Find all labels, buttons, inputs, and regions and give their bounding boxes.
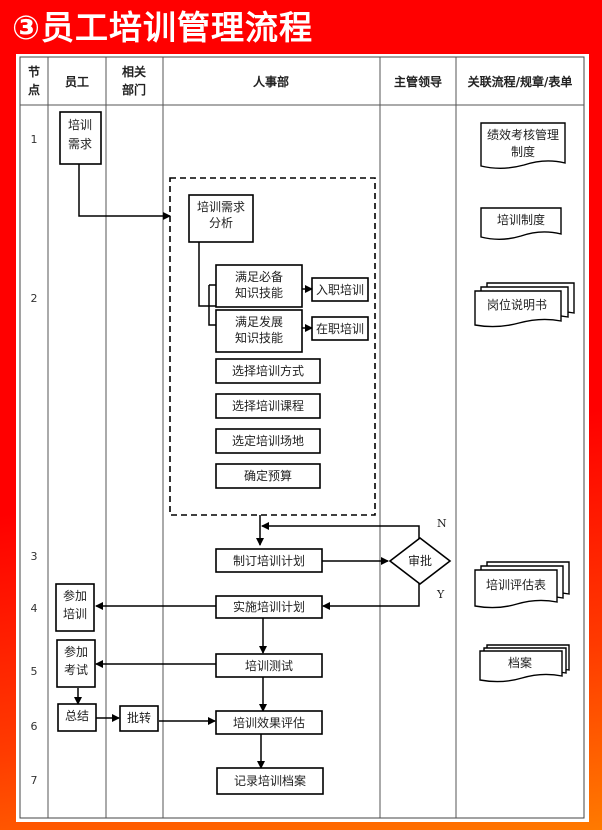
table-grid <box>19 56 585 819</box>
label-choose-method: 选择培训方式 <box>232 363 304 378</box>
box-summary[interactable] <box>57 703 97 732</box>
label-set-budget: 确定预算 <box>244 468 292 483</box>
header-supervisor: 主管领导 <box>394 74 442 89</box>
connectors <box>74 163 420 769</box>
label-doc-evaluation-form: 培训评估表 <box>486 577 546 592</box>
box-meet-required[interactable] <box>215 264 303 308</box>
label-record-archive: 记录培训档案 <box>234 773 306 788</box>
box-onjob-training[interactable] <box>311 316 369 341</box>
doc-job-description[interactable] <box>474 290 562 328</box>
label-onjob-training: 在职培训 <box>316 321 364 336</box>
label-forward: 批转 <box>127 710 151 725</box>
label-meet-required: 满足必备知识技能 <box>235 270 283 300</box>
row-number: 1 <box>31 133 38 146</box>
row-number: 3 <box>31 550 38 563</box>
text-line: 相关 <box>122 64 146 79</box>
table-header: 节点 员工 相关部门 人事部 主管领导 关联流程/规章/表单 <box>28 64 572 97</box>
related-documents <box>474 122 575 683</box>
row-number: 4 <box>31 602 38 615</box>
text-line: 需求 <box>68 137 92 151</box>
doc-training-policy[interactable] <box>480 207 562 240</box>
text-line: 节 <box>28 64 40 79</box>
label-summary: 总结 <box>65 709 89 723</box>
text-line: 员工 <box>65 75 89 89</box>
label-yes: Y <box>436 588 445 601</box>
label-onboarding-training: 入职培训 <box>316 282 364 297</box>
flow-labels: 培训需求 培训需求分析 满足必备知识技能 满足发展知识技能 入职培训 在职培训 … <box>63 117 559 788</box>
text-line: 考试 <box>64 662 88 677</box>
text-line: 分析 <box>209 216 233 230</box>
box-choose-method[interactable] <box>215 358 321 384</box>
text-line: 绩效考核管理 <box>487 127 559 142</box>
label-needs-analysis: 培训需求分析 <box>197 199 245 230</box>
text-line: 知识技能 <box>235 331 283 345</box>
label-doc-job-description: 岗位说明书 <box>487 297 547 312</box>
flow-boxes <box>55 111 452 795</box>
header-node: 节点 <box>28 64 40 97</box>
label-doc-training-policy: 培训制度 <box>497 212 545 227</box>
label-approve: 审批 <box>408 553 432 568</box>
box-set-budget[interactable] <box>215 463 321 489</box>
flowchart-sheet: 节点 员工 相关部门 人事部 主管领导 关联流程/规章/表单 1 2 3 4 5… <box>16 54 589 822</box>
label-meet-development: 满足发展知识技能 <box>235 314 283 345</box>
decision-approve[interactable] <box>388 536 452 586</box>
row-number: 6 <box>31 720 38 733</box>
label-doc-performance-policy: 绩效考核管理制度 <box>487 127 559 159</box>
text-line: 参加 <box>63 588 87 603</box>
row-number: 2 <box>31 292 38 305</box>
text-line: 参加 <box>64 644 88 659</box>
row-number: 5 <box>31 665 38 678</box>
label-training-test: 培训测试 <box>245 658 293 673</box>
text-line: 人事部 <box>253 74 289 89</box>
doc-performance-policy[interactable] <box>480 122 566 169</box>
box-choose-venue[interactable] <box>215 428 321 454</box>
text-line: 培训 <box>68 117 92 132</box>
box-choose-course[interactable] <box>215 393 321 419</box>
header-hr: 人事部 <box>253 74 289 89</box>
doc-archive[interactable] <box>479 650 563 683</box>
row-number: 7 <box>31 774 38 787</box>
header-employee: 员工 <box>65 75 89 89</box>
box-record-archive[interactable] <box>216 767 324 795</box>
label-training-demand: 培训需求 <box>68 117 92 151</box>
text-line: 部门 <box>122 82 146 97</box>
header-related-docs: 关联流程/规章/表单 <box>468 74 573 89</box>
box-make-plan[interactable] <box>215 548 323 573</box>
label-attend-training: 参加培训 <box>63 588 87 621</box>
text-line: 满足发展 <box>235 314 283 329</box>
page-title: ③员工培训管理流程 <box>12 8 313 47</box>
label-choose-venue: 选定培训场地 <box>232 433 304 448</box>
text-line: 关联流程/规章/表单 <box>468 74 573 89</box>
box-evaluate[interactable] <box>215 710 323 735</box>
doc-evaluation-form[interactable] <box>474 569 558 609</box>
label-make-plan: 制订培训计划 <box>233 553 305 568</box>
needs-analysis-group <box>169 177 376 516</box>
box-training-test[interactable] <box>215 653 323 678</box>
text-line: 满足必备 <box>235 270 283 284</box>
box-onboarding-training[interactable] <box>311 277 369 302</box>
box-attend-exam[interactable] <box>56 639 96 688</box>
label-attend-exam: 参加考试 <box>64 644 88 677</box>
box-forward[interactable] <box>119 705 159 732</box>
label-choose-course: 选择培训课程 <box>232 398 304 413</box>
box-meet-development[interactable] <box>215 309 303 353</box>
label-evaluate: 培训效果评估 <box>233 715 305 730</box>
text-line: 点 <box>28 82 40 97</box>
box-attend-training[interactable] <box>55 583 95 632</box>
text-line: 知识技能 <box>235 286 283 300</box>
box-execute-plan[interactable] <box>215 595 323 619</box>
row-numbers: 1 2 3 4 5 6 7 <box>31 133 38 787</box>
box-needs-analysis[interactable] <box>188 194 254 243</box>
label-no: N <box>437 517 447 530</box>
text-line: 主管领导 <box>394 74 442 89</box>
header-related-dept: 相关部门 <box>122 64 146 97</box>
text-line: 培训需求 <box>197 199 245 214</box>
box-training-demand[interactable] <box>59 111 102 165</box>
label-doc-archive: 档案 <box>508 655 532 670</box>
text-line: 制度 <box>511 144 535 159</box>
text-line: 培训 <box>63 606 87 621</box>
label-execute-plan: 实施培训计划 <box>233 599 305 614</box>
flowchart: 节点 员工 相关部门 人事部 主管领导 关联流程/规章/表单 1 2 3 4 5… <box>19 56 585 819</box>
